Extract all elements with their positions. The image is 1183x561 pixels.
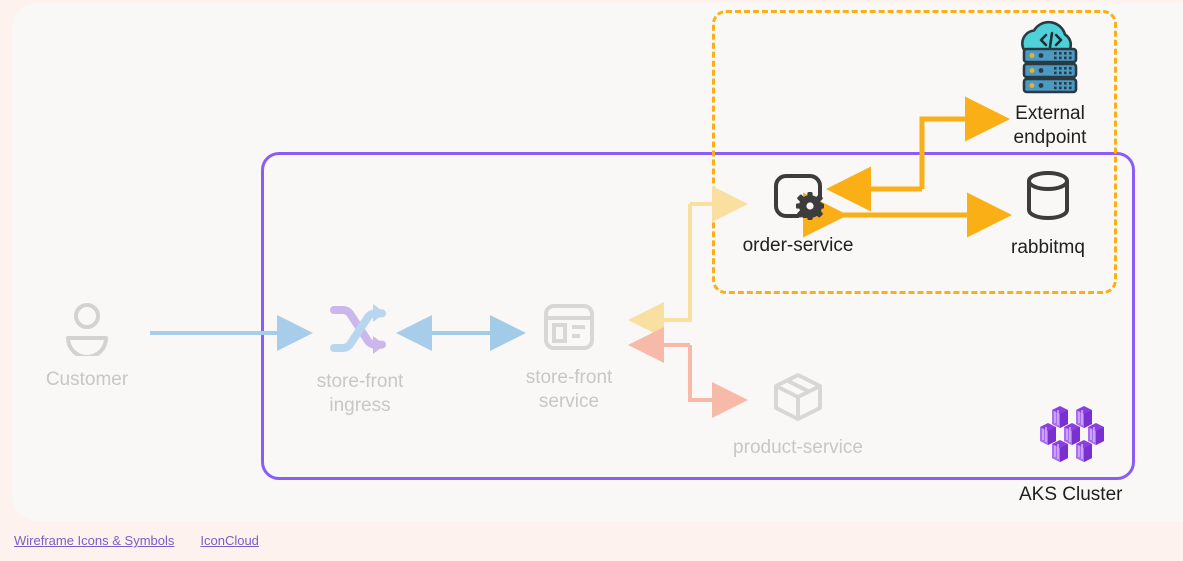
node-rabbitmq-label: rabbitmq [1011,237,1085,258]
link-wireframe-icons[interactable]: Wireframe Icons & Symbols [14,533,175,548]
aks-cluster-boundary [261,152,1135,480]
node-order-label: order-service [742,235,854,256]
canvas-panel [12,3,1183,521]
node-rabbitmq[interactable]: rabbitmq [970,168,1126,260]
database-icon [1027,171,1069,220]
user-icon [66,303,108,356]
layout-icon [544,304,594,350]
node-external-label: External endpoint [1013,103,1087,148]
box-icon [774,373,822,421]
node-external[interactable]: External endpoint [970,18,1130,150]
node-customer[interactable]: Customer [16,300,158,392]
link-iconcloud[interactable]: IconCloud [200,533,259,548]
cloud-server-icon [1021,20,1078,94]
external-boundary [712,10,1117,294]
canvas-panel-right [1160,3,1183,521]
node-customer-label: Customer [45,369,129,390]
aks-cluster-label: AKS Cluster [1019,484,1123,505]
node-storefront[interactable]: store-front service [498,300,640,414]
node-ingress-label: store-front ingress [316,371,404,416]
node-order[interactable]: order-service [720,170,876,258]
node-storefront-label: store-front service [525,367,613,412]
node-ingress[interactable]: store-front ingress [288,298,432,418]
container-gear-icon [774,174,824,220]
node-product[interactable]: product-service [720,370,876,460]
aks-cluster-icon [1040,406,1104,462]
shuffle-icon [330,304,386,354]
footer-links: Wireframe Icons & Symbols IconCloud [14,533,259,548]
node-product-label: product-service [733,437,863,458]
